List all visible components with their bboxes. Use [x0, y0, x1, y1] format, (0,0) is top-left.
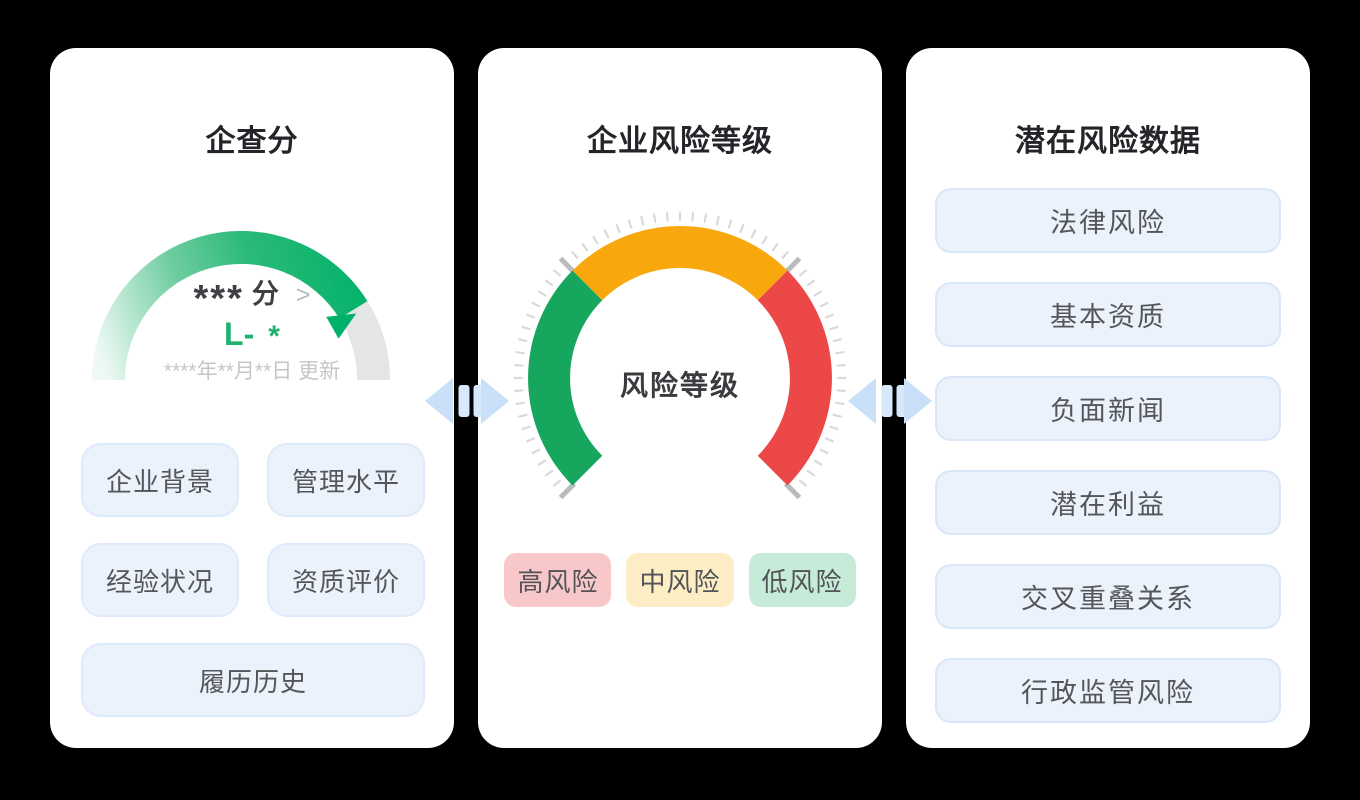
card-title: 企业风险等级 [587, 125, 773, 158]
qichafen-button[interactable]: 经验状况 [81, 543, 239, 617]
card-risk-level: 企业风险等级 风险等级 高风险中风险低风险 [478, 48, 882, 748]
score-unit: 分 [251, 279, 280, 309]
risk-gauge-segment [572, 226, 788, 301]
qichafen-button[interactable]: 管理水平 [267, 443, 425, 517]
legend-chip: 中风险 [626, 553, 734, 607]
qichafen-button[interactable]: 资质评价 [267, 543, 425, 617]
flow-connector-right [848, 378, 932, 424]
legend-chip: 低风险 [748, 553, 856, 607]
legend-chip: 高风险 [504, 553, 612, 607]
score-level-line: L- * [50, 316, 454, 354]
card-title: 潜在风险数据 [1015, 125, 1201, 158]
level-text: L- [224, 316, 255, 352]
card-title: 企查分 [205, 125, 299, 158]
bidirectional-arrow-icon [848, 378, 932, 424]
chevron-right-icon: > [295, 281, 311, 309]
risk-data-item[interactable]: 基本资质 [935, 282, 1281, 347]
update-date-line: ****年**月**日 更新 [163, 360, 341, 383]
risk-data-item[interactable]: 负面新闻 [935, 376, 1281, 441]
risk-gauge-segment [528, 270, 603, 486]
risk-data-items: 法律风险基本资质负面新闻潜在利益交叉重叠关系行政监管风险 [935, 188, 1281, 723]
score-gauge [91, 231, 391, 403]
qichafen-button[interactable]: 履历历史 [81, 643, 425, 717]
risk-legend: 高风险中风险低风险 [478, 553, 882, 607]
risk-gauge [500, 198, 860, 558]
flow-connector-left [425, 378, 509, 424]
masked-level-star: * [268, 320, 280, 353]
bidirectional-arrow-icon [425, 378, 509, 424]
gauge-pointer-icon [326, 313, 357, 339]
risk-gauge-segment [757, 270, 832, 486]
score-line[interactable]: ***分 > [50, 272, 454, 321]
masked-score-stars: *** [193, 278, 244, 320]
risk-data-item[interactable]: 交叉重叠关系 [935, 564, 1281, 629]
risk-gauge-center-label: 风险等级 [619, 370, 740, 401]
risk-data-item[interactable]: 行政监管风险 [935, 658, 1281, 723]
score-gauge-svg [92, 231, 391, 381]
risk-data-item[interactable]: 法律风险 [935, 188, 1281, 253]
qichafen-button[interactable]: 企业背景 [81, 443, 239, 517]
risk-gauge-svg [513, 211, 847, 500]
risk-data-item[interactable]: 潜在利益 [935, 470, 1281, 535]
card-qichafen: 企查分 ***分 > L- * ****年**月**日 更新 企业背景管理水平经验状… [50, 48, 454, 748]
card-risk-data: 潜在风险数据 法律风险基本资质负面新闻潜在利益交叉重叠关系行政监管风险 [906, 48, 1310, 748]
qichafen-buttons: 企业背景管理水平经验状况资质评价履历历史 [81, 443, 425, 717]
